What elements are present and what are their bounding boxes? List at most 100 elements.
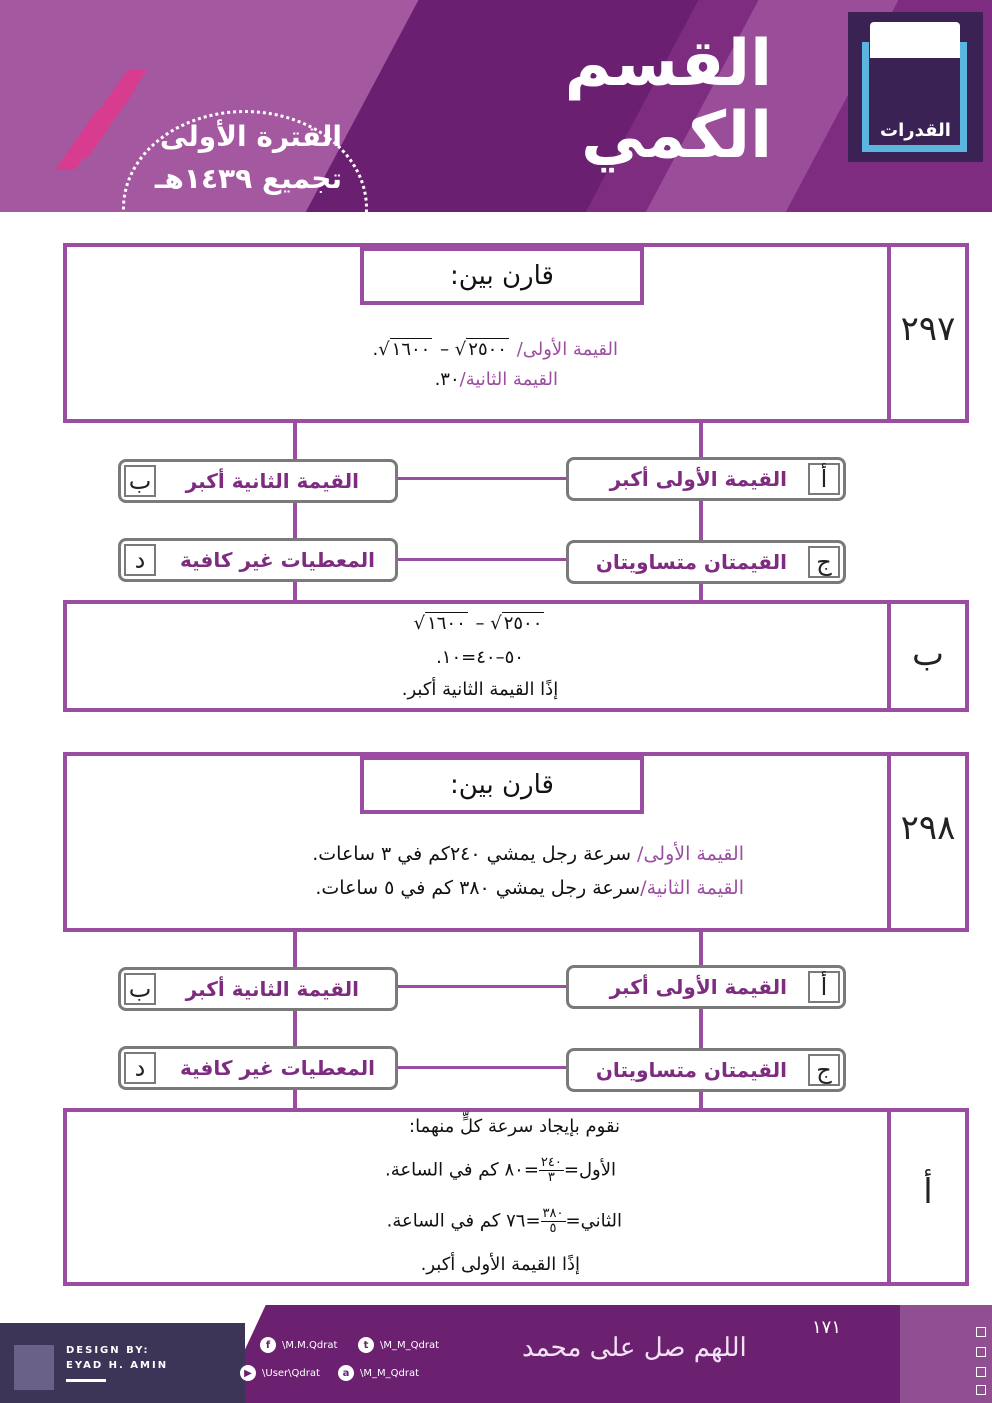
choice-d[interactable]: د المعطيات غير كافية	[118, 538, 398, 582]
sqrt-1600: ١٦٠٠	[389, 338, 433, 360]
choice-key-b: ب	[124, 973, 156, 1005]
logo-text: القدرات	[880, 120, 951, 141]
first-numerator: ٢٤٠	[538, 1155, 564, 1171]
page-number: ١٧١	[812, 1317, 842, 1338]
second-value-line: القيمة الثانية/سرعة رجل يمشي ٣٨٠ كم في ٥…	[200, 877, 744, 899]
ask-link[interactable]: a \M_M_Qdrat	[338, 1365, 419, 1381]
youtube-link[interactable]: ▶ \User\Qdrat	[240, 1365, 320, 1381]
solution-298-intro: نقوم بإيجاد سرعة كلٍّ منهما:	[409, 1116, 620, 1137]
choice-c[interactable]: ج القيمتان متساويتان	[566, 1048, 846, 1092]
deco-square	[976, 1327, 986, 1337]
first-prefix: الأول=	[563, 1159, 616, 1181]
first-value-expression: .√١٦٠٠ – √٢٥٠٠	[372, 338, 509, 360]
sol-sqrt-2500: ٢٥٠٠	[501, 612, 545, 634]
minus-sign: –	[440, 339, 450, 360]
second-value-label: القيمة الثانية/	[640, 877, 744, 899]
solution-298-conclusion: إذًا القيمة الأولى أكبر.	[420, 1254, 580, 1275]
choice-key-c: ج	[808, 546, 840, 578]
choice-c[interactable]: ج القيمتان متساويتان	[566, 540, 846, 584]
choice-b[interactable]: ب القيمة الثانية أكبر	[118, 967, 398, 1011]
question-number: ٢٩٧	[900, 309, 956, 349]
twitter-handle: \M_M_Qdrat	[380, 1339, 440, 1351]
first-value-text: سرعة رجل يمشي ٢٤٠كم في ٣ ساعات.	[312, 843, 638, 865]
facebook-icon: f	[260, 1337, 276, 1353]
prayer-calligraphy: اللهم صل على محمد	[522, 1333, 747, 1363]
section-title: القسم الكمي	[565, 28, 772, 172]
book-icon	[870, 22, 960, 58]
first-denominator: ٣	[547, 1170, 555, 1185]
choice-key-a: أ	[808, 971, 840, 1003]
youtube-icon: ▶	[240, 1365, 256, 1381]
sol-sqrt-1600: ١٦٠٠	[425, 612, 468, 634]
compare-label: قارن بين:	[450, 770, 554, 800]
second-value-label: القيمة الثانية/	[459, 369, 558, 390]
period-label: الفترة الأولى	[159, 120, 342, 153]
choice-label-d: المعطيات غير كافية	[179, 548, 375, 572]
qudrat-logo: القدرات	[848, 12, 983, 162]
design-by-label: DESIGN BY:	[66, 1345, 150, 1356]
page-footer: DESIGN BY: EYAD H. AMIN f \M.M.Qdrat t \…	[0, 1305, 992, 1403]
solution-297-line1: √١٦٠٠ – √٢٥٠٠	[413, 612, 545, 634]
choice-key-c: ج	[808, 1054, 840, 1086]
sol-minus: –	[475, 613, 485, 634]
choice-label-c: القيمتان متساويتان	[595, 550, 787, 574]
choice-b[interactable]: ب القيمة الثانية أكبر	[118, 459, 398, 503]
sqrt-2500: ٢٥٠٠	[466, 338, 509, 360]
first-value-line: القيمة الأولى/ .√١٦٠٠ – √٢٥٠٠	[330, 338, 618, 360]
expr-end: .	[372, 339, 379, 360]
choice-label-b: القيمة الثانية أكبر	[185, 469, 359, 493]
answer-key: ب	[911, 634, 944, 674]
logo-m-shape	[862, 42, 967, 152]
choice-label-a: القيمة الأولى أكبر	[609, 467, 787, 491]
page-header: القسم الكمي الفترة الأولى تجميع ١٤٣٩هـ ا…	[0, 0, 992, 212]
answer-key-cell: أ	[887, 1112, 965, 1282]
youtube-handle: \User\Qdrat	[262, 1367, 320, 1379]
section-title-line2: الكمي	[581, 99, 772, 173]
section-title-line1: القسم	[564, 27, 772, 101]
question-number-cell: ٢٩٧	[887, 247, 965, 419]
choice-key-b: ب	[124, 465, 156, 497]
deco-square	[976, 1347, 986, 1357]
choice-label-b: القيمة الثانية أكبر	[185, 977, 359, 1001]
compare-label-box: قارن بين:	[360, 756, 644, 814]
designer-name: EYAD H. AMIN	[66, 1360, 169, 1371]
first-suffix: =٨٠ كم في الساعة.	[385, 1159, 539, 1181]
facebook-link[interactable]: f \M.M.Qdrat	[260, 1337, 337, 1353]
answer-key: أ	[923, 1172, 933, 1212]
ask-icon: a	[338, 1365, 354, 1381]
first-value-label: القيمة الأولى/	[516, 339, 618, 360]
second-prefix: الثاني=	[565, 1210, 623, 1232]
solution-297-line2: ٥٠–٤٠=١٠.	[436, 647, 524, 668]
designer-avatar	[14, 1345, 54, 1390]
second-suffix: =٧٦ كم في الساعة.	[386, 1210, 541, 1232]
solution-297-line3: إذًا القيمة الثانية أكبر.	[401, 679, 559, 700]
ask-handle: \M_M_Qdrat	[360, 1367, 420, 1379]
second-numerator: ٣٨٠	[540, 1206, 566, 1222]
answer-297-box: ب	[63, 600, 969, 712]
answer-298-box: أ	[63, 1108, 969, 1286]
choice-a[interactable]: أ القيمة الأولى أكبر	[566, 457, 846, 501]
second-value-line: القيمة الثانية/٣٠.	[380, 369, 558, 390]
period-badge: الفترة الأولى تجميع ١٤٣٩هـ	[122, 110, 368, 212]
choice-a[interactable]: أ القيمة الأولى أكبر	[566, 965, 846, 1009]
first-value-label: القيمة الأولى/	[637, 843, 744, 865]
choice-key-a: أ	[808, 463, 840, 495]
compare-label-box: قارن بين:	[360, 247, 644, 305]
choice-d[interactable]: د المعطيات غير كافية	[118, 1046, 398, 1090]
second-denominator: ٥	[549, 1221, 557, 1236]
second-value-text: سرعة رجل يمشي ٣٨٠ كم في ٥ ساعات.	[315, 877, 641, 899]
choice-label-c: القيمتان متساويتان	[595, 1058, 787, 1082]
answer-key-cell: ب	[887, 604, 965, 708]
second-value: ٣٠.	[434, 369, 460, 390]
deco-square	[976, 1385, 986, 1395]
twitter-link[interactable]: t \M_M_Qdrat	[358, 1337, 439, 1353]
question-number: ٢٩٨	[900, 808, 956, 848]
choice-label-d: المعطيات غير كافية	[179, 1056, 375, 1080]
compare-label: قارن بين:	[450, 261, 554, 291]
first-value-line: القيمة الأولى/ سرعة رجل يمشي ٢٤٠كم في ٣ …	[200, 843, 744, 865]
choice-key-d: د	[124, 1052, 156, 1084]
